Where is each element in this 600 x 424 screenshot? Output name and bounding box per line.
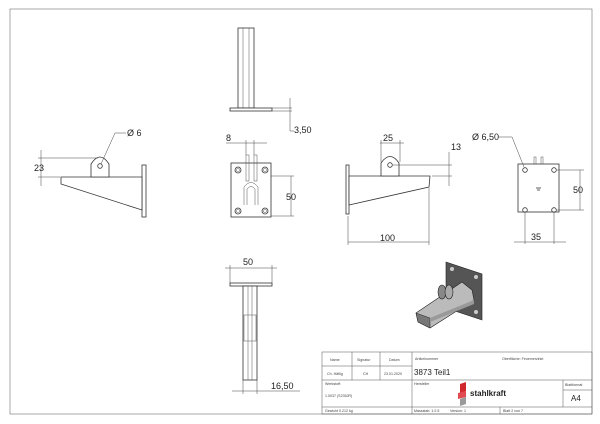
date-label: Datum [389,358,400,362]
date-value: 23.01.2020 [384,372,402,376]
right-side-view: 25 13 100 [345,133,461,245]
dim-16-50: 16,50 [271,381,294,391]
title-block: Name Signatur Datum Ch. Häflig CH 23.01.… [321,351,593,415]
name-value: Ch. Häflig [327,372,343,376]
article-label: Artikelnummer [415,357,439,361]
left-side-view: Ø 6 23 [34,128,147,218]
bottom-view: 50 16,50 [225,257,300,394]
dim-23: 23 [34,163,44,173]
dim-hole-right: Ø 6,50 [472,132,499,142]
front-view: 8 50 [226,133,296,218]
top-view: 3,50 [229,27,312,135]
dim-13: 13 [451,142,461,152]
dim-50-back: 50 [573,185,583,195]
signature-label: Signatur [357,358,371,362]
format-label: Blattformat [565,383,582,387]
format-value: A4 [571,394,581,403]
dim-50-bottom: 50 [243,257,253,267]
stahlkraft-logo: stahlkraft [458,382,506,406]
dim-3-50: 3,50 [294,125,312,135]
dim-25: 25 [383,133,393,143]
weight: Gewicht 0.212 kg [325,409,353,413]
material-value: 1.0037 (S235JR) [325,394,352,398]
dim-100: 100 [380,233,395,243]
version: Version: 1 [450,409,466,413]
signature-value: CH [363,372,369,376]
sheet-number: Blatt 2 von 7 [503,409,523,413]
surface-label: Oberfläche: Feuerverzinkt [502,357,543,361]
logo-text: stahlkraft [470,389,506,398]
dim-8: 8 [226,133,231,143]
article-number: 3873 Teil1 [414,368,451,377]
back-view: Ø 6,50 50 35 [472,132,584,244]
dim-35: 35 [531,232,541,242]
material-label: Werkstoff: [325,382,341,386]
name-label: Name [330,358,340,362]
isometric-view [415,261,483,329]
sheet-border [9,8,593,415]
manufacturer-label: Hersteller [414,382,430,386]
scale: Massstab: 1:2.5 [414,409,439,413]
dim-50-front: 50 [286,192,296,202]
dim-hole-left: Ø 6 [127,128,142,138]
